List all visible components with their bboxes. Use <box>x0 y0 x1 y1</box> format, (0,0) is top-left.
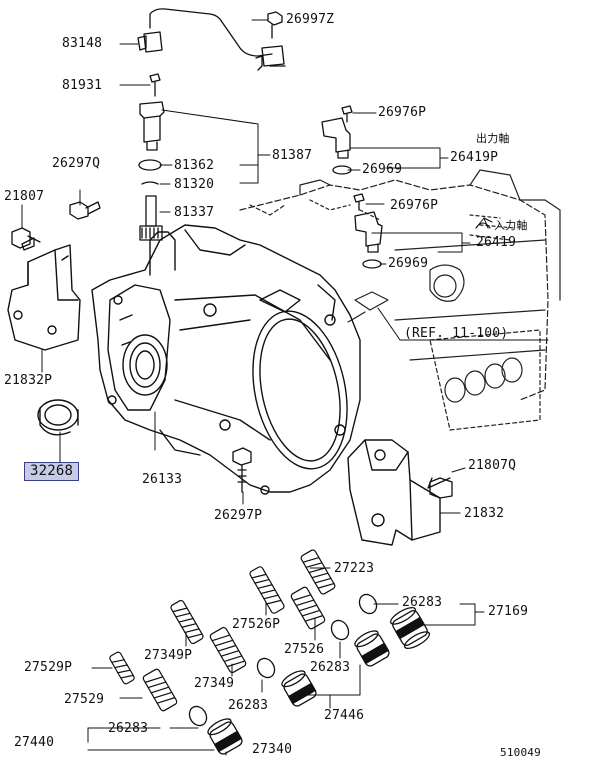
diagram-id: 510049 <box>500 746 541 759</box>
label-27440: 27440 <box>14 735 55 750</box>
sensor-26419p <box>321 105 353 175</box>
label-ref: (REF. 11-100) <box>404 326 509 341</box>
label-81320: 81320 <box>174 177 215 192</box>
label-output-shaft: 出力軸 <box>476 132 510 145</box>
label-26283-d: 26283 <box>108 721 149 736</box>
label-26419p: 26419P <box>450 150 499 165</box>
label-27340: 27340 <box>252 742 293 757</box>
oil-seal-32268 <box>37 399 79 436</box>
engine-block-outline <box>239 169 561 431</box>
sensor-assembly-81387 <box>137 8 286 241</box>
label-26283-a: 26283 <box>402 595 443 610</box>
label-26419: 26419 <box>476 235 517 250</box>
label-21807q: 21807Q <box>468 458 517 473</box>
springs <box>109 549 336 712</box>
shaft-arrows <box>475 222 491 229</box>
bracket-21832p <box>7 244 81 351</box>
label-26969-bottom: 26969 <box>388 256 429 271</box>
label-27446: 27446 <box>324 708 365 723</box>
label-21807: 21807 <box>4 189 45 204</box>
label-81337: 81337 <box>174 205 215 220</box>
label-83148: 83148 <box>62 36 103 51</box>
label-26969-top: 26969 <box>362 162 403 177</box>
sensor-26419 <box>353 193 383 269</box>
label-26133: 26133 <box>142 472 183 487</box>
label-26283-b: 26283 <box>310 660 351 675</box>
label-27526p: 27526P <box>232 617 281 632</box>
label-27349: 27349 <box>194 676 235 691</box>
label-27529p: 27529P <box>24 660 73 675</box>
label-26976p-bottom: 26976P <box>390 198 439 213</box>
label-26283-c: 26283 <box>228 698 269 713</box>
label-26297p: 26297P <box>214 508 263 523</box>
label-26997z: 26997Z <box>286 12 335 27</box>
bracket-21832 <box>347 439 441 546</box>
label-32268-highlighted[interactable]: 32268 <box>24 462 80 481</box>
bolt-21807q <box>427 477 453 499</box>
label-27349p: 27349P <box>144 648 193 663</box>
label-27169: 27169 <box>488 604 529 619</box>
label-81362: 81362 <box>174 158 215 173</box>
label-21832p: 21832P <box>4 373 53 388</box>
label-26976p-top: 26976P <box>378 105 427 120</box>
label-26297q: 26297Q <box>52 156 101 171</box>
label-27526: 27526 <box>284 642 325 657</box>
label-input-shaft: 入力軸 <box>494 219 528 232</box>
label-21832: 21832 <box>464 506 505 521</box>
label-81931: 81931 <box>62 78 103 93</box>
label-81387: 81387 <box>272 148 313 163</box>
bolt-21807 <box>11 227 41 251</box>
pistons-and-orings <box>188 593 431 755</box>
label-27529: 27529 <box>64 692 105 707</box>
label-27223: 27223 <box>334 561 375 576</box>
transmission-case <box>91 224 361 495</box>
bolt-26297p <box>232 447 252 493</box>
bolt-26297q <box>69 201 101 220</box>
